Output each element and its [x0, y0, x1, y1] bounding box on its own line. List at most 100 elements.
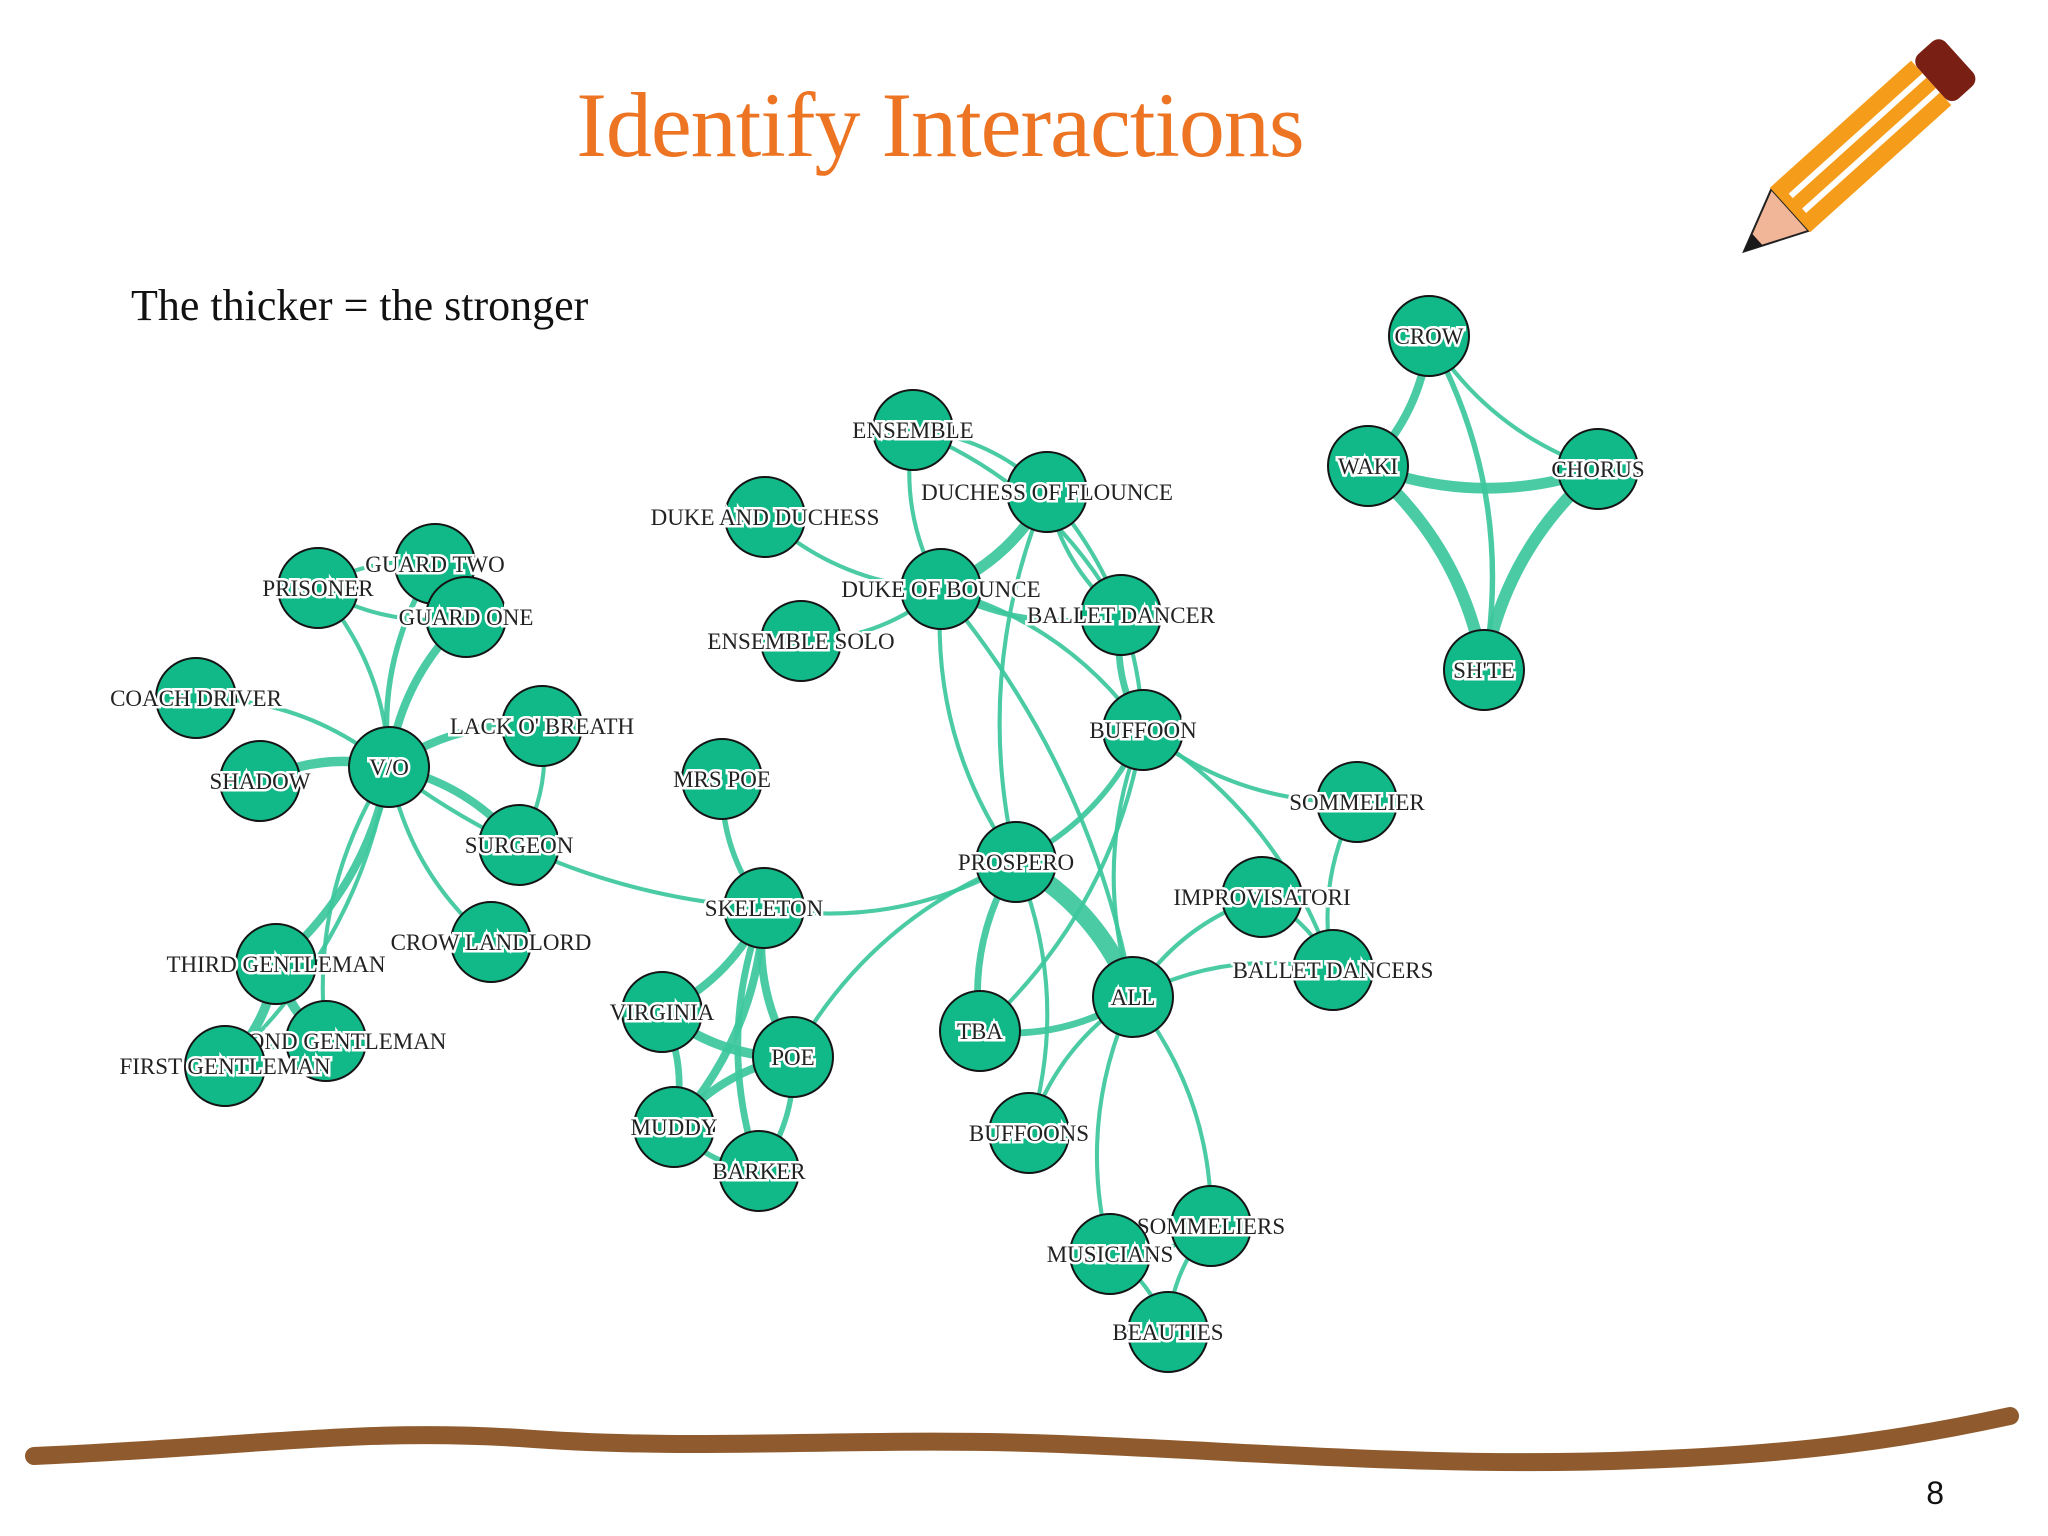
- node-label: BARKER: [712, 1159, 806, 1184]
- nodes-layer: CROW WAKI CHORUS SH'TE ENSEMBLE DUCHESS OF FL…: [108, 295, 1647, 1373]
- edge-buffoon-tba: [977, 727, 1146, 1034]
- ground-stroke: [25, 1407, 2019, 1472]
- node-dukeduchess: DUKE AND DUCHESS: [648, 476, 882, 558]
- node-label: CROW LANDLORD: [391, 930, 592, 955]
- node-circle: [988, 1092, 1070, 1174]
- node-label: BUFFOON: [1089, 718, 1197, 743]
- page-number: 8: [1926, 1475, 1944, 1511]
- node-circle: [1557, 428, 1639, 510]
- node-circle: [939, 990, 1021, 1072]
- node-label: FIRST GENTLEMAN: [119, 1054, 330, 1079]
- node-circle: [1069, 1213, 1151, 1295]
- edge-crow-shite: [1426, 333, 1496, 673]
- node-circle: [1221, 856, 1303, 938]
- node-circle: [450, 901, 532, 983]
- node-coach: COACH DRIVER: [108, 657, 285, 739]
- node-shite: SH'TE: [1443, 629, 1525, 711]
- node-guardtwo: GUARD TWO: [363, 523, 507, 605]
- slide-title: Identify Interactions: [576, 74, 1305, 176]
- node-guardone: GUARD ONE: [396, 576, 536, 658]
- node-circle: [900, 548, 982, 630]
- node-circle: [1102, 689, 1184, 771]
- node-circle: [872, 389, 954, 471]
- node-first: FIRST GENTLEMAN: [117, 1025, 333, 1107]
- node-virginia: VIRGINIA: [607, 971, 717, 1053]
- node-mrspoe: MRS POE: [671, 738, 773, 820]
- node-label: SOMMELIER: [1289, 790, 1425, 815]
- node-label: LACK O' BREATH: [450, 714, 634, 739]
- node-circle: [478, 804, 560, 886]
- node-label: SURGEON: [465, 833, 574, 858]
- edge-skeleton-vo: [386, 764, 767, 911]
- node-musicians: MUSICIANS: [1044, 1213, 1176, 1295]
- node-label: ALL: [1111, 985, 1156, 1010]
- node-buffoons: BUFFOONS: [966, 1092, 1092, 1174]
- node-sommeliers: SOMMELIERS: [1134, 1185, 1288, 1267]
- node-label: THIRD GENTLEMAN: [166, 952, 385, 977]
- node-label: GUARD ONE: [399, 605, 534, 630]
- node-circle: [501, 685, 583, 767]
- node-label: SHADOW: [210, 769, 311, 794]
- node-label: GUARD TWO: [365, 552, 504, 577]
- node-label: VIRGINIA: [610, 1000, 715, 1025]
- node-circle: [1292, 929, 1374, 1011]
- node-all: ALL: [1092, 956, 1174, 1038]
- node-skeleton: SKELETON: [702, 867, 826, 949]
- node-label: DUKE AND DUCHESS: [651, 505, 880, 530]
- pencil-icon: [1742, 39, 1976, 254]
- edge-vo-first: [222, 764, 392, 1069]
- node-balletdancer: BALLET DANCER: [1024, 574, 1218, 656]
- node-circle: [1327, 425, 1409, 507]
- node-label: CROW: [1395, 324, 1464, 349]
- node-circle: [1127, 1291, 1209, 1373]
- node-circle: [681, 738, 763, 820]
- node-crow: CROW: [1388, 295, 1470, 377]
- node-third: THIRD GENTLEMAN: [164, 923, 388, 1005]
- node-label: BALLET DANCERS: [1233, 958, 1434, 983]
- node-label: WAKI: [1338, 454, 1398, 479]
- node-poe: POE: [752, 1016, 834, 1098]
- node-label: ENSEMBLE SOLO: [707, 629, 894, 654]
- node-improv: IMPROVISATORI: [1171, 856, 1353, 938]
- node-circle: [1170, 1185, 1252, 1267]
- node-circle: [752, 1016, 834, 1098]
- slide-subtitle: The thicker = the stronger: [131, 281, 589, 330]
- node-ensemble: ENSEMBLE: [850, 389, 976, 471]
- node-crowland: CROW LANDLORD: [388, 901, 594, 983]
- edge-dukebounce-prospero: [937, 586, 1019, 865]
- node-shadow: SHADOW: [207, 740, 313, 822]
- node-label: DUCHESS OF FLOUNCE: [921, 480, 1173, 505]
- node-circle: [1443, 629, 1525, 711]
- node-enssolo: ENSEMBLE SOLO: [705, 600, 897, 682]
- node-duchess: DUCHESS OF FLOUNCE: [919, 451, 1175, 533]
- node-tba: TBA: [939, 990, 1021, 1072]
- node-label: DUKE OF BOUNCE: [841, 577, 1040, 602]
- node-label: MUSICIANS: [1047, 1242, 1174, 1267]
- node-circle: [277, 547, 359, 629]
- node-circle: [425, 576, 507, 658]
- node-label: COACH DRIVER: [110, 686, 283, 711]
- node-label: SOMMELIERS: [1137, 1214, 1285, 1239]
- edge-buffoon-balletdancers: [1140, 727, 1336, 973]
- node-label: BEAUTIES: [1112, 1320, 1223, 1345]
- node-circle: [621, 971, 703, 1053]
- node-label: IMPROVISATORI: [1173, 885, 1350, 910]
- node-surgeon: SURGEON: [462, 804, 576, 886]
- node-circle: [1388, 295, 1470, 377]
- node-circle: [1316, 761, 1398, 843]
- node-buffoon: BUFFOON: [1087, 689, 1200, 771]
- node-label: ENSEMBLE: [852, 418, 973, 443]
- node-label: BUFFOONS: [969, 1121, 1089, 1146]
- node-lack: LACK O' BREATH: [447, 685, 637, 767]
- node-circle: [1092, 956, 1174, 1038]
- node-label: MUDDY: [631, 1115, 718, 1140]
- node-label: SKELETON: [705, 896, 824, 921]
- node-prospero: PROSPERO: [955, 821, 1077, 903]
- node-label: CHORUS: [1551, 457, 1644, 482]
- node-sommelier: SOMMELIER: [1287, 761, 1428, 843]
- node-label: TBA: [957, 1019, 1003, 1044]
- node-chorus: CHORUS: [1549, 428, 1647, 510]
- node-prisoner: PRISONER: [260, 547, 377, 629]
- node-beauties: BEAUTIES: [1110, 1291, 1226, 1373]
